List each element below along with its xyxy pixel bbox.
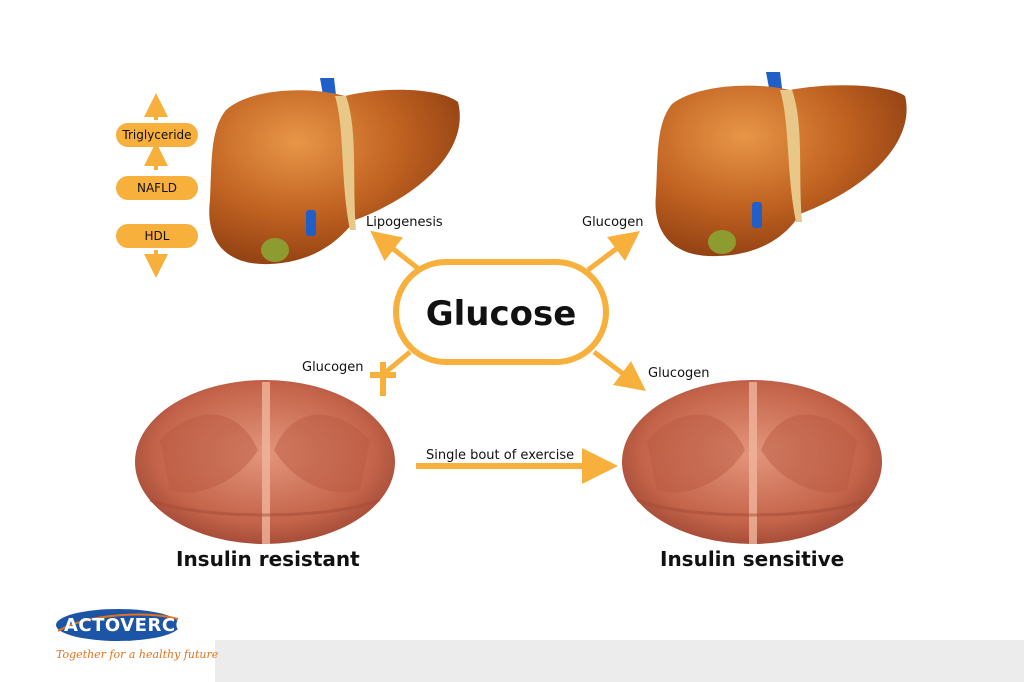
- muscle-right: [622, 380, 882, 544]
- label-glucogen-bottom-left: Glucogen: [302, 360, 364, 375]
- hdl-pill: HDL: [116, 224, 198, 248]
- label-exercise: Single bout of exercise: [426, 448, 574, 463]
- liver-right: [655, 72, 907, 257]
- svg-text:Triglyceride: Triglyceride: [121, 128, 191, 142]
- label-glucogen-top-right: Glucogen: [582, 215, 644, 230]
- arrow-lipogenesis: [370, 230, 422, 272]
- glucose-node: Glucose: [393, 259, 609, 365]
- arrow-glucogen-top-right: [586, 231, 640, 272]
- brand-logo-oval: [56, 609, 180, 641]
- caption-insulin-resistant: Insulin resistant: [176, 547, 360, 571]
- glucose-arrows: [370, 230, 646, 396]
- svg-text:NAFLD: NAFLD: [137, 181, 177, 195]
- muscle-left: [135, 380, 395, 544]
- label-lipogenesis: Lipogenesis: [366, 215, 443, 230]
- liver-outcomes: Triglyceride NAFLD HDL: [116, 93, 198, 278]
- plus-icon: [370, 362, 396, 396]
- triglyceride-pill: Triglyceride: [116, 123, 198, 147]
- svg-text:HDL: HDL: [145, 229, 170, 243]
- brand-tagline: Together for a healthy future: [56, 648, 219, 661]
- brand-name: ACTOVERCO: [64, 615, 192, 636]
- arrow-glucogen-bottom-left: [384, 350, 412, 374]
- arrow-glucogen-bottom-right: [592, 350, 646, 391]
- caption-insulin-sensitive: Insulin sensitive: [660, 547, 844, 571]
- liver-left: [209, 78, 460, 265]
- label-glucogen-bottom-right: Glucogen: [648, 366, 710, 381]
- brand-logo: [0, 597, 215, 682]
- glucose-label: Glucose: [426, 294, 577, 334]
- nafld-pill: NAFLD: [116, 176, 198, 200]
